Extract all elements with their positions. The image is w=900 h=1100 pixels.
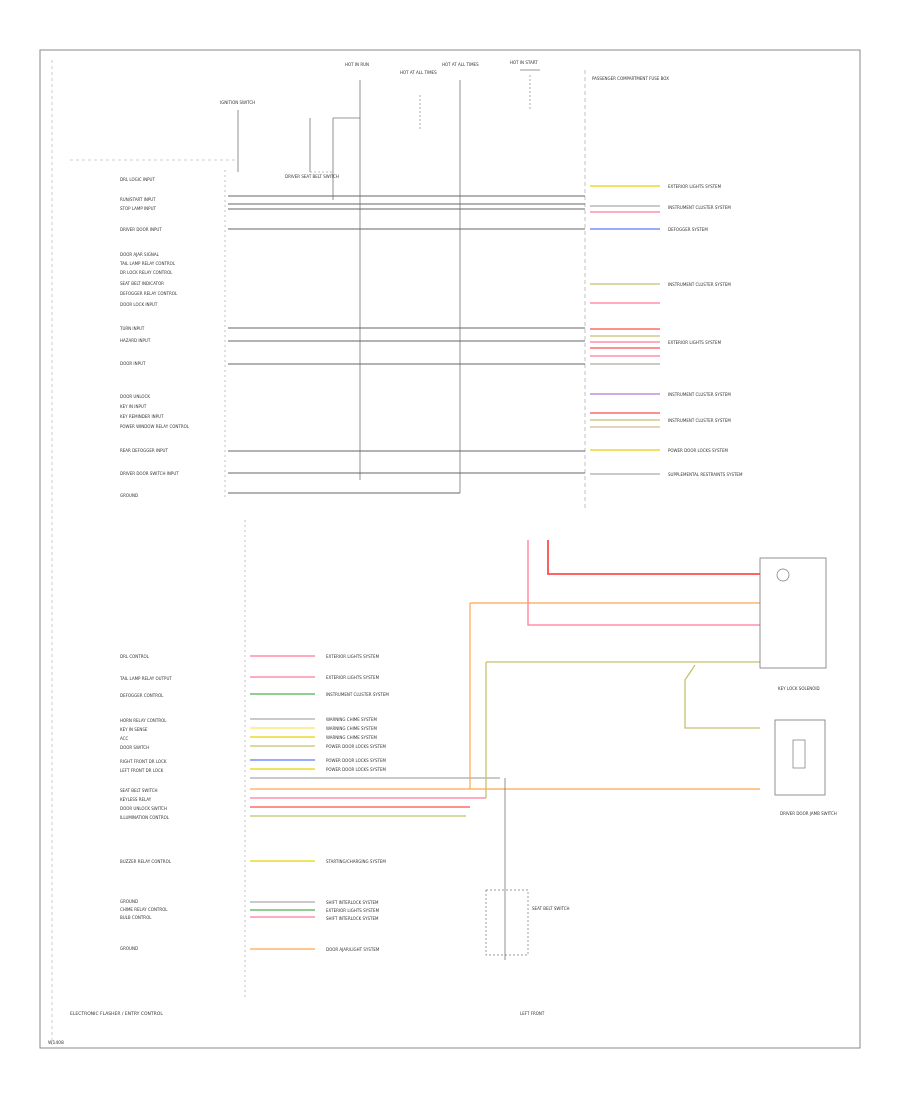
upper-left-label-6: TAIL LAMP RELAY CONTROL <box>119 261 176 266</box>
lower-left-label-6: ACC <box>120 736 128 741</box>
door-jamb-switch-icon <box>792 739 806 769</box>
upper-left-label-13: DOOR INPUT <box>120 361 146 366</box>
lower-left-label-13: ILLUMINATION CONTROL <box>120 815 170 820</box>
top-label-4: HOT IN START <box>510 60 538 65</box>
upper-left-label-8: SEAT BELT INDICATOR <box>120 281 164 286</box>
upper-left-label-16: KEY REMINDER INPUT <box>120 414 164 419</box>
upper-right-label-4: INSTRUMENT CLUSTER SYSTEM <box>668 282 731 287</box>
lower-right-label-13: SHIFT INTERLOCK SYSTEM <box>326 916 379 921</box>
component-left-front: LEFT FRONT <box>520 1011 545 1016</box>
upper-right-label-1: EXTERIOR LIGHTS SYSTEM <box>668 184 722 189</box>
lower-right-label-14: DOOR AJAR/LIGHT SYSTEM <box>326 947 380 952</box>
top-header: HOT IN RUN HOT AT ALL TIMES HOT AT ALL T… <box>220 60 669 510</box>
lower-left-label-3: DEFOGGER CONTROL <box>120 693 164 698</box>
diagram-frame <box>39 49 861 1049</box>
component-seat-belt-switch: DRIVER SEAT BELT SWITCH <box>285 174 339 179</box>
upper-right-label-6: INSTRUMENT CLUSTER SYSTEM <box>668 392 731 397</box>
component-seat-belt-switch-lower: SEAT BELT SWITCH <box>532 906 570 911</box>
upper-right-label-7: INSTRUMENT CLUSTER SYSTEM <box>668 418 731 423</box>
upper-left-label-5: DOOR AJAR SIGNAL <box>120 252 160 257</box>
lower-left-label-10: SEAT BELT SWITCH <box>120 788 158 793</box>
door-jamb-switch-box <box>774 719 826 796</box>
upper-left-label-14: DOOR UNLOCK <box>120 394 150 399</box>
lower-left-label-5: KEY IN SENSE <box>120 727 148 732</box>
upper-left-label-1: DRL LOGIC INPUT <box>120 177 155 182</box>
upper-right-label-3: DEFOGGER SYSTEM <box>668 227 708 232</box>
upper-left-label-11: TURN INPUT <box>119 326 145 331</box>
upper-left-label-3: STOP LAMP INPUT <box>120 206 157 211</box>
figure-id: W1408 <box>48 1040 64 1046</box>
upper-right-label-8: POWER DOOR LOCKS SYSTEM <box>668 448 728 453</box>
lower-right-labels: EXTERIOR LIGHTS SYSTEM EXTERIOR LIGHTS S… <box>326 654 389 952</box>
lower-left-label-11: KEYLESS RELAY <box>120 797 152 802</box>
top-label-2: HOT AT ALL TIMES <box>400 70 437 75</box>
upper-left-label-9: DEFOGGER RELAY CONTROL <box>120 291 178 296</box>
lower-right-label-6: WARNING CHIME SYSTEM <box>326 735 378 740</box>
upper-left-labels: DRL LOGIC INPUT RUN/START INPUT STOP LAM… <box>119 177 190 498</box>
key-lock-solenoid-box <box>759 557 827 669</box>
lower-left-label-8: RIGHT FRONT DR LOCK <box>120 759 167 764</box>
upper-right-wires <box>590 185 660 475</box>
lower-left-label-2: TAIL LAMP RELAY OUTPUT <box>119 676 172 681</box>
lower-right-label-4: WARNING CHIME SYSTEM <box>326 717 378 722</box>
lower-right-label-11: SHIFT INTERLOCK SYSTEM <box>326 900 379 905</box>
lower-right-label-10: STARTING/CHARGING SYSTEM <box>326 859 386 864</box>
upper-left-label-20: GROUND <box>120 493 138 498</box>
component-key-lock-solenoid: KEY LOCK SOLENOID <box>778 686 820 691</box>
lower-right-label-5: WARNING CHIME SYSTEM <box>326 726 378 731</box>
lower-left-labels: DRL CONTROL TAIL LAMP RELAY OUTPUT DEFOG… <box>119 654 172 951</box>
upper-left-label-15: KEY IN INPUT <box>120 404 147 409</box>
upper-left-label-19: DRIVER DOOR SWITCH INPUT <box>120 471 179 476</box>
lower-right-label-9: POWER DOOR LOCKS SYSTEM <box>326 767 386 772</box>
lower-left-label-4: HORN RELAY CONTROL <box>120 718 167 723</box>
module-label: ELECTRONIC FLASHER / ENTRY CONTROL <box>70 1011 163 1017</box>
lower-left-label-15: GROUND <box>120 899 138 904</box>
component-door-jamb-switch: DRIVER DOOR JAMB SWITCH <box>780 811 837 816</box>
lower-right-label-2: EXTERIOR LIGHTS SYSTEM <box>326 675 380 680</box>
lower-left-label-7: DOOR SWITCH <box>120 745 149 750</box>
seat-belt-switch-box <box>485 889 529 956</box>
lower-left-label-9: LEFT FRONT DR LOCK <box>120 768 164 773</box>
lower-left-label-1: DRL CONTROL <box>120 654 150 659</box>
top-label-5: PASSENGER COMPARTMENT FUSE BOX <box>592 76 669 81</box>
lower-right-label-1: EXTERIOR LIGHTS SYSTEM <box>326 654 380 659</box>
lower-right-label-7: POWER DOOR LOCKS SYSTEM <box>326 744 386 749</box>
upper-right-label-2: INSTRUMENT CLUSTER SYSTEM <box>668 205 731 210</box>
lower-left-label-12: DOOR UNLOCK SWITCH <box>120 806 167 811</box>
upper-left-label-18: REAR DEFOGGER INPUT <box>120 448 168 453</box>
right-components: KEY LOCK SOLENOID DRIVER DOOR JAMB SWITC… <box>469 540 837 1016</box>
lower-right-label-8: POWER DOOR LOCKS SYSTEM <box>326 758 386 763</box>
component-ignition: IGNITION SWITCH <box>220 100 255 105</box>
upper-left-label-2: RUN/START INPUT <box>120 197 156 202</box>
lower-right-label-12: EXTERIOR LIGHTS SYSTEM <box>326 908 380 913</box>
upper-left-label-10: DOOR LOCK INPUT <box>120 302 158 307</box>
upper-right-label-9: SUPPLEMENTAL RESTRAINTS SYSTEM <box>668 472 743 477</box>
upper-left-label-4: DRIVER DOOR INPUT <box>120 227 162 232</box>
top-label-3: HOT AT ALL TIMES <box>442 62 479 67</box>
upper-connector <box>70 159 238 500</box>
upper-wires <box>228 195 585 494</box>
upper-right-label-5: EXTERIOR LIGHTS SYSTEM <box>668 340 722 345</box>
lower-left-label-16: CHIME RELAY CONTROL <box>120 907 168 912</box>
lower-left-label-18: GROUND <box>120 946 138 951</box>
upper-left-label-7: DR LOCK RELAY CONTROL <box>120 270 173 275</box>
top-label-1: HOT IN RUN <box>345 62 369 67</box>
upper-right-labels: EXTERIOR LIGHTS SYSTEM INSTRUMENT CLUSTE… <box>668 184 743 477</box>
key-lock-solenoid-icon <box>776 568 790 582</box>
upper-left-label-17: POWER WINDOW RELAY CONTROL <box>120 424 190 429</box>
lower-left-label-14: BUZZER RELAY CONTROL <box>120 859 172 864</box>
upper-left-label-12: HAZARD INPUT <box>120 338 151 343</box>
lower-right-label-3: INSTRUMENT CLUSTER SYSTEM <box>326 692 389 697</box>
lower-left-label-17: BULB CONTROL <box>120 915 152 920</box>
